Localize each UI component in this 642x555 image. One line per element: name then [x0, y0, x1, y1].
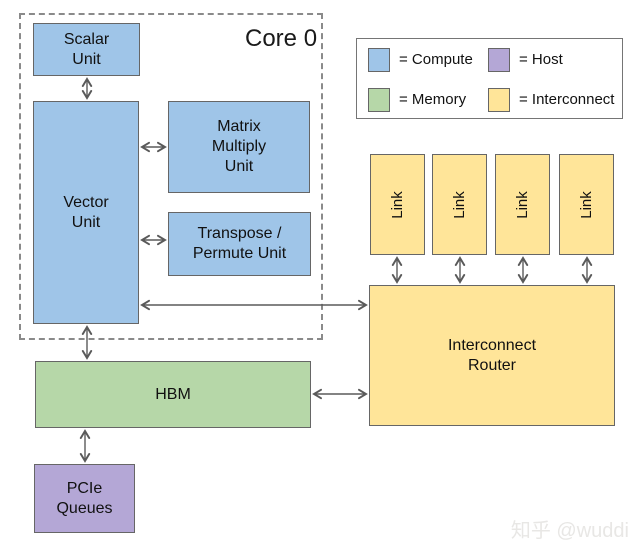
pcie-queues-box: PCIe Queues — [34, 464, 135, 533]
transpose-permute-unit-box: Transpose / Permute Unit — [168, 212, 311, 276]
scalar-unit-box: Scalar Unit — [33, 23, 140, 76]
matrix-multiply-unit-box: Matrix Multiply Unit — [168, 101, 310, 193]
legend-item-compute: = Compute — [368, 47, 473, 72]
link-box-1: Link — [370, 154, 425, 255]
legend-label-memory: = Memory — [399, 91, 467, 108]
watermark: 知乎 @wuddi — [510, 520, 629, 542]
legend: = Compute = Host = Memory = Interconnect — [356, 38, 623, 119]
vector-unit-box: Vector Unit — [33, 101, 139, 324]
legend-item-memory: = Memory — [368, 87, 466, 112]
link-box-3: Link — [495, 154, 550, 255]
link-box-3-label: Link — [513, 190, 531, 219]
legend-label-interconnect: = Interconnect — [519, 91, 615, 108]
legend-item-interconnect: = Interconnect — [488, 87, 614, 112]
legend-label-host: = Host — [519, 51, 563, 68]
link-box-2: Link — [432, 154, 487, 255]
memory-swatch — [368, 87, 390, 112]
hbm-box: HBM — [35, 361, 311, 428]
link-box-4: Link — [559, 154, 614, 255]
interconnect-router-box: Interconnect Router — [369, 285, 615, 426]
host-swatch — [488, 47, 510, 72]
interconnect-swatch — [488, 87, 510, 112]
link-box-1-label: Link — [388, 190, 406, 219]
link-box-4-label: Link — [577, 190, 595, 219]
legend-label-compute: = Compute — [399, 51, 473, 68]
core-0-region — [19, 13, 323, 340]
core-0-title: Core 0 — [245, 25, 318, 52]
legend-item-host: = Host — [488, 47, 563, 72]
link-box-2-label: Link — [450, 190, 468, 219]
compute-swatch — [368, 47, 390, 72]
